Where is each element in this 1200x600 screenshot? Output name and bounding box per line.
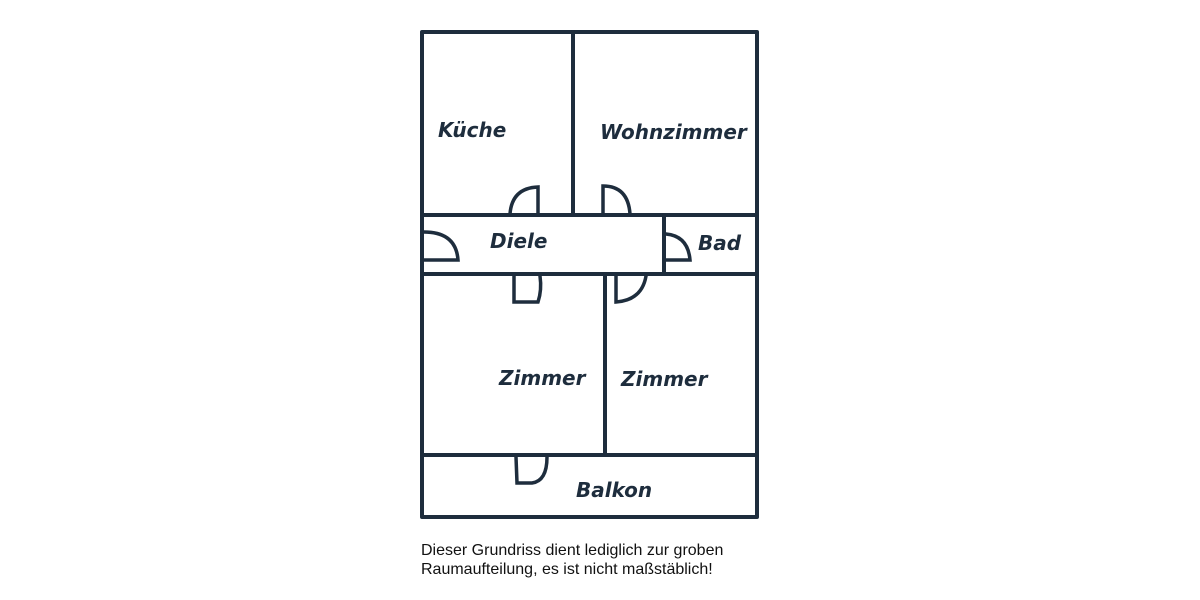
door-kitchen	[508, 185, 540, 216]
door-balcony	[514, 455, 549, 485]
room-label-kitchen: Küche	[438, 118, 506, 142]
caption-line-2: Raumaufteilung, es ist nicht maßstäblich…	[421, 561, 713, 578]
disclaimer-caption: Dieser Grundriss dient lediglich zur gro…	[421, 541, 723, 579]
door-bath	[664, 232, 692, 262]
door-room1	[512, 274, 543, 304]
walls	[420, 30, 759, 519]
room-label-living: Wohnzimmer	[600, 120, 748, 144]
caption-line-1: Dieser Grundriss dient lediglich zur gro…	[421, 542, 724, 559]
room-label-hall: Diele	[490, 229, 547, 253]
room-label-balcony: Balkon	[576, 478, 652, 502]
door-room2	[614, 274, 648, 304]
doors	[422, 184, 692, 485]
room-label-room1: Zimmer	[498, 366, 587, 390]
door-living	[601, 184, 632, 216]
room-label-bath: Bad	[698, 231, 742, 255]
door-hall-entrance	[422, 230, 460, 262]
room-label-room2: Zimmer	[620, 367, 709, 391]
